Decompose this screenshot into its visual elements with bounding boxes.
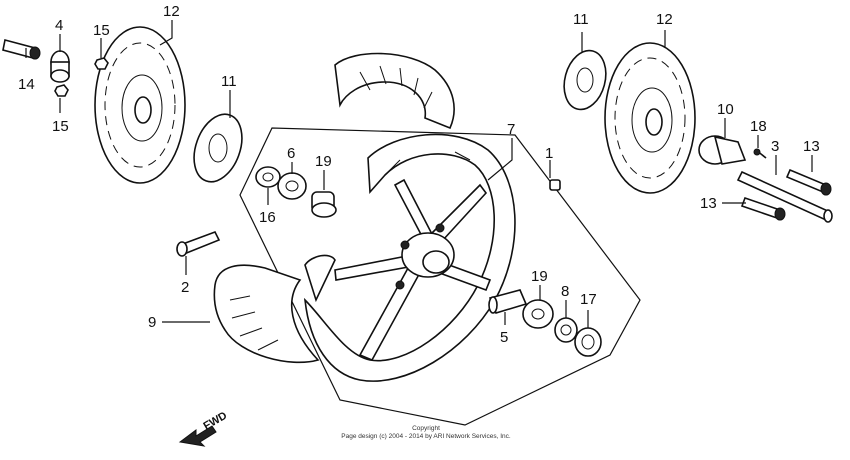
collar-19-lower <box>522 299 554 329</box>
bearing-8 <box>554 317 578 343</box>
callout-8: 8 <box>561 283 569 300</box>
tire-section-top <box>334 52 455 130</box>
callout-13-upper: 13 <box>803 138 820 155</box>
collar-19-upper <box>311 191 337 218</box>
bearing-16 <box>255 166 281 188</box>
callout-12-left: 12 <box>163 3 180 20</box>
callout-5: 5 <box>500 329 508 346</box>
callout-19-lower: 19 <box>531 268 548 285</box>
tire-section-bottom <box>213 264 320 364</box>
fwd-label: FWD <box>202 410 230 433</box>
spacer-4 <box>50 50 70 83</box>
callout-19-upper: 19 <box>315 153 332 170</box>
left-brake-disc <box>94 26 186 184</box>
callout-17: 17 <box>580 291 597 308</box>
balance-weight <box>549 179 561 191</box>
seal-17 <box>574 327 602 357</box>
nut-15-upper <box>94 57 109 70</box>
bolt-13-lower <box>740 196 786 221</box>
bolt-13-upper <box>785 168 832 196</box>
callout-7: 7 <box>507 121 515 138</box>
callout-3: 3 <box>771 138 779 155</box>
copyright-line-1: Copyright <box>412 425 440 432</box>
callout-15-lower: 15 <box>52 118 69 135</box>
axle-bolt-14 <box>2 39 41 60</box>
front-wheel <box>303 133 516 382</box>
callout-18: 18 <box>750 118 767 135</box>
assembly-outline <box>239 127 641 426</box>
nut-15-lower <box>54 84 69 97</box>
callout-15-upper: 15 <box>93 22 110 39</box>
screw-18 <box>753 148 767 159</box>
fwd-arrow: FWD <box>178 410 230 447</box>
callout-14: 14 <box>18 76 35 93</box>
callout-13-lower: 13 <box>700 195 717 212</box>
callout-6: 6 <box>287 145 295 162</box>
callout-1: 1 <box>545 145 553 162</box>
speedometer-gearbox <box>698 135 747 165</box>
left-rotor-plate <box>193 113 243 183</box>
spacer-5 <box>488 289 528 314</box>
copyright-line-2: Page design (c) 2004 - 2014 by ARI Netwo… <box>341 433 511 440</box>
callout-9: 9 <box>148 314 156 331</box>
callout-16: 16 <box>259 209 276 226</box>
callout-2: 2 <box>181 279 189 296</box>
callout-10: 10 <box>717 101 734 118</box>
callout-12-right: 12 <box>656 11 673 28</box>
front-axle <box>736 170 833 223</box>
seal-6 <box>277 172 307 200</box>
leader-lines <box>25 20 813 328</box>
valve-stem <box>176 231 221 257</box>
callout-4: 4 <box>55 17 63 34</box>
right-brake-disc <box>604 42 696 194</box>
callout-11-left: 11 <box>221 73 237 90</box>
right-rotor-plate <box>563 49 607 111</box>
callout-11-right: 11 <box>573 11 589 28</box>
